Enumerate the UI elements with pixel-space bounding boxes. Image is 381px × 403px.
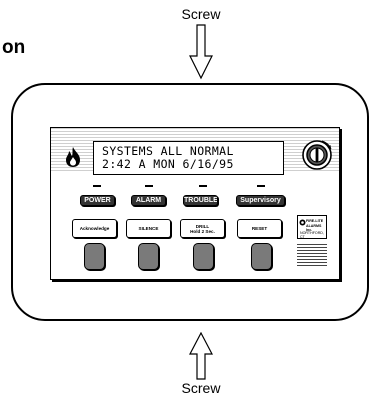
led-power bbox=[93, 185, 101, 187]
arrow-up-icon bbox=[189, 332, 213, 380]
drill-button[interactable]: DRILL Hold 2 Sec. bbox=[180, 219, 225, 238]
drill-pad[interactable] bbox=[193, 243, 214, 270]
logo-line-3: NORTHFORD, CT bbox=[300, 231, 324, 239]
led-trouble bbox=[199, 185, 207, 187]
arrow-down-icon bbox=[189, 24, 213, 80]
reset-pad[interactable] bbox=[251, 243, 272, 270]
top-screw-label: Screw bbox=[181, 6, 221, 22]
status-supervisory: Supervisory bbox=[236, 195, 285, 206]
acknowledge-button[interactable]: Acknowledge bbox=[72, 219, 117, 238]
keyswitch-icon[interactable] bbox=[300, 137, 334, 171]
silence-button[interactable]: SILENCE bbox=[126, 219, 171, 238]
silence-pad[interactable] bbox=[138, 243, 159, 270]
display-line-1: SYSTEMS ALL NORMAL bbox=[102, 144, 234, 158]
display-line-2: 2:42 A MON 6/16/95 bbox=[102, 157, 234, 171]
status-power: POWER bbox=[80, 195, 115, 206]
manufacturer-logo: FIRE-LITE ALARMS Inc. NORTHFORD, CT bbox=[297, 215, 327, 239]
status-alarm: ALARM bbox=[131, 195, 166, 206]
status-trouble: TROUBLE bbox=[183, 195, 218, 206]
logo-mark-icon bbox=[299, 219, 306, 226]
bottom-screw-label: Screw bbox=[181, 380, 221, 396]
logo-line-1: FIRE-LITE bbox=[306, 219, 324, 223]
reset-button[interactable]: RESET bbox=[237, 219, 282, 238]
flame-icon bbox=[66, 147, 80, 167]
acknowledge-pad[interactable] bbox=[84, 243, 105, 270]
led-alarm bbox=[145, 185, 153, 187]
speaker-grille bbox=[297, 244, 327, 267]
logo-line-2: ALARMS Inc. bbox=[306, 224, 322, 232]
heading-fragment: on bbox=[2, 37, 26, 58]
led-supervisory bbox=[257, 185, 265, 187]
